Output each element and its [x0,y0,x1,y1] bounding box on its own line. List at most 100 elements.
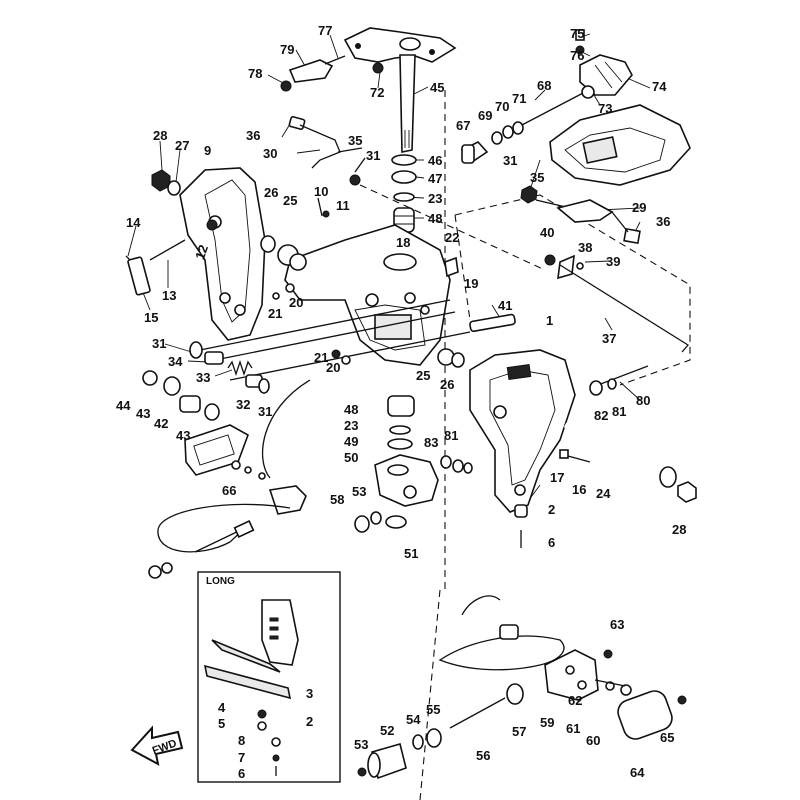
callout-65: 65 [660,730,674,745]
callout-69: 69 [478,108,492,123]
callout-27: 27 [175,138,189,153]
long-shaft-inset [203,599,299,776]
callout-31-left: 31 [152,336,166,351]
callout-15: 15 [144,310,158,325]
callout-35-upper: 35 [348,133,362,148]
callout-31-upper: 31 [366,148,380,163]
callout-51: 51 [404,546,418,561]
callout-38: 38 [578,240,592,255]
callout-13: 13 [162,288,176,303]
callout-54: 54 [406,712,421,727]
callout-40: 40 [540,225,554,240]
callout-79: 79 [280,42,294,57]
callout-20-upper: 20 [289,295,303,310]
callout-39: 39 [606,254,620,269]
callout-81-lower: 81 [444,428,458,443]
callout-64: 64 [630,765,645,780]
callout-66: 66 [222,483,236,498]
callout-25-upper: 25 [283,193,297,208]
callout-3: 3 [306,686,313,701]
tilt-lever-assembly [288,116,366,186]
lower-unit-outline [438,595,565,671]
callout-80: 80 [636,393,650,408]
callout-34: 34 [168,354,183,369]
callout-56: 56 [476,748,490,763]
callout-5: 5 [218,716,225,731]
callout-48-upper: 48 [428,211,442,226]
callout-47: 47 [428,171,442,186]
callout-labels: 77 79 78 72 45 75 76 74 68 71 70 69 67 7… [116,23,686,781]
callout-53-lower: 53 [354,737,368,752]
callout-61: 61 [566,721,580,736]
callout-28-lower: 28 [672,522,686,537]
swivel-bracket [260,197,459,366]
callout-68: 68 [537,78,551,93]
trim-sender-cable [148,379,311,579]
callout-60: 60 [586,733,600,748]
callout-45: 45 [430,80,444,95]
callout-36-upper: 36 [246,128,260,143]
callout-75: 75 [570,26,584,41]
callout-53-upper: 53 [352,484,366,499]
callout-33: 33 [196,370,210,385]
callout-43-lower: 43 [176,428,190,443]
callout-11: 11 [336,198,350,213]
inset-title: LONG [206,576,235,587]
callout-24: 24 [596,486,611,501]
callout-29: 29 [632,200,646,215]
callout-74: 74 [652,79,667,94]
through-rods [142,299,516,421]
callout-23-upper: 23 [428,191,442,206]
right-clamp-bracket [440,349,697,548]
callout-31-lower: 31 [258,404,272,419]
callout-26-upper: 26 [264,185,278,200]
callout-30: 30 [263,146,277,161]
callout-52: 52 [380,723,394,738]
callout-26-lower: 26 [440,377,454,392]
callout-6-inset: 6 [238,766,245,781]
callout-42: 42 [154,416,168,431]
inset-box [197,571,341,783]
callout-8: 8 [238,733,245,748]
callout-67: 67 [456,118,470,133]
left-clamp-bracket [125,167,266,341]
tilt-lock-plate-assembly [460,29,691,186]
callout-22: 22 [445,230,459,245]
callout-7: 7 [238,750,245,765]
swivel-bushings-upper [391,154,417,233]
callout-17: 17 [550,470,564,485]
callout-37: 37 [602,331,616,346]
callout-12: 12 [192,243,211,262]
callout-73: 73 [598,101,612,116]
callout-10: 10 [314,184,328,199]
steering-arm-assembly [520,185,689,353]
callout-58: 58 [330,492,344,507]
callout-49: 49 [344,434,358,449]
callout-72: 72 [370,85,384,100]
callout-28-upper: 28 [153,128,167,143]
callout-83: 83 [424,435,438,450]
callout-62: 62 [568,693,582,708]
callout-82: 82 [594,408,608,423]
callout-55: 55 [426,702,440,717]
callout-59: 59 [540,715,554,730]
callout-2-right: 2 [548,502,555,517]
callout-31-right: 31 [503,153,517,168]
steering-bracket-assembly [280,27,457,153]
callout-70: 70 [495,99,509,114]
callout-19: 19 [464,276,478,291]
callout-76: 76 [570,48,584,63]
callout-1: 1 [546,313,553,328]
callout-71: 71 [512,91,526,106]
callout-48-lower: 48 [344,402,358,417]
callout-21-upper: 21 [268,306,282,321]
callout-23-lower: 23 [344,418,358,433]
callout-21-lower: 21 [314,350,328,365]
swivel-bushings-lower [354,395,439,533]
callout-14: 14 [126,215,141,230]
callout-20-lower: 20 [326,360,340,375]
lower-bracket-assembly [357,649,687,780]
callout-35-right: 35 [530,170,544,185]
callout-44: 44 [116,398,131,413]
callout-50: 50 [344,450,358,465]
